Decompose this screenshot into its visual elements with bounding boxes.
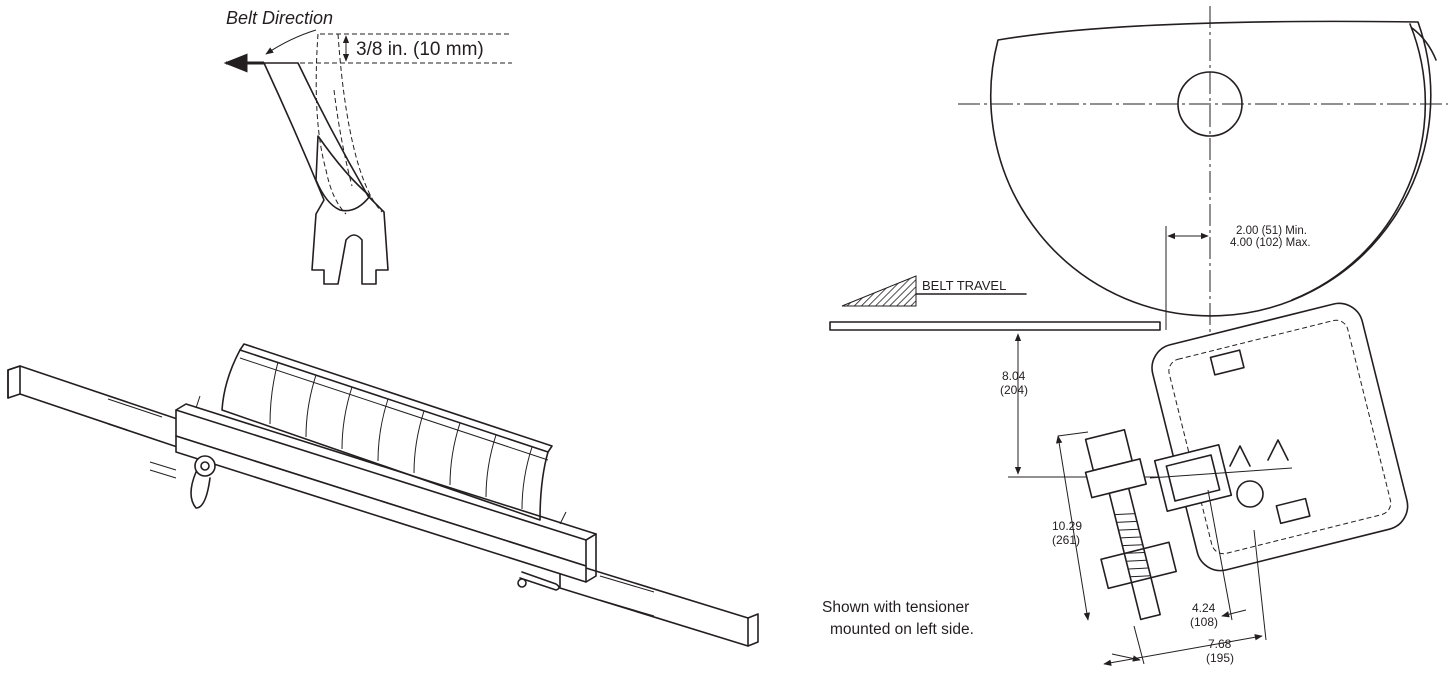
blade-detail: Belt Direction 3/8 in. (10 mm) (223, 8, 512, 285)
deflected-blade-right (337, 33, 383, 213)
offset-label: 3/8 in. (10 mm) (356, 39, 484, 60)
offset-value-mm: (108) (1190, 615, 1218, 629)
pin-left-clip (149, 461, 177, 479)
housing-end-brackets (195, 395, 567, 525)
clearance-min: 2.00 (51) Min. (1236, 225, 1307, 237)
pin-right-clip (519, 571, 560, 591)
mount-note-line2: mounted on left side. (830, 621, 974, 638)
pulley-rim-edge (1411, 27, 1437, 61)
blade-tip-edge (239, 357, 549, 461)
tube-right-label-top (599, 575, 655, 593)
offset-ext-right (1207, 489, 1233, 621)
mount-square-inner (1165, 454, 1221, 502)
pin-left-loop (190, 471, 211, 509)
height-value: 8.04 (1002, 369, 1026, 383)
mount-rod (1149, 467, 1293, 479)
cleaner-assembly (7, 343, 759, 647)
deflected-blade-left (315, 33, 347, 215)
height-value-mm: (204) (1000, 383, 1028, 397)
pulley-outer (990, 20, 1432, 317)
pin-right (517, 578, 527, 588)
plate-slot (1209, 349, 1245, 376)
pulley-rim-inner (1291, 23, 1427, 301)
tube-left-end (7, 365, 21, 399)
spring-ext-top (1057, 431, 1089, 437)
deflected-blade-slot (333, 89, 353, 187)
blade-segment-lines (269, 361, 533, 510)
direction-curve-arrow (265, 29, 317, 55)
tensioner-spring (1114, 513, 1151, 578)
width-ext-right (1253, 529, 1267, 641)
blade-segments (221, 349, 549, 521)
tube-left-label-top (107, 398, 163, 418)
mount-note-line1: Shown with tensioner (822, 599, 969, 616)
tensioner-rod (1108, 487, 1161, 621)
blade-slot (315, 135, 371, 212)
mount-ring (1236, 480, 1264, 508)
belt-travel-wedge (841, 275, 917, 307)
offset-arrow-right (1221, 609, 1247, 618)
width-value-mm: (195) (1206, 651, 1234, 665)
blade-tip (239, 343, 553, 453)
pin-left-center (200, 461, 210, 471)
tube-right-label-bottom (599, 599, 655, 617)
belt-direction-label: Belt Direction (226, 8, 333, 28)
spring-length-arrow (1056, 435, 1090, 621)
housing-right-end (585, 533, 597, 583)
belt-travel-label: BELT TRAVEL (922, 278, 1006, 293)
plate-slot-bottom (1275, 497, 1311, 525)
clearance-max: 4.00 (102) Max. (1230, 237, 1311, 249)
side-view: BELT TRAVEL 2.00 (51) Min. 4.00 (102) Ma… (822, 6, 1448, 666)
offset-arrow-left (1111, 653, 1141, 662)
tensioner-plate (1151, 302, 1409, 572)
spring-length-mm: (261) (1052, 533, 1080, 547)
blade-outline (263, 62, 389, 285)
offset-value: 4.24 (1192, 601, 1216, 615)
mainframe-tube-right (559, 559, 759, 647)
spring-length-value: 10.29 (1052, 519, 1082, 533)
belt (829, 321, 1161, 331)
width-arrow (1103, 634, 1263, 666)
wingnut-left (1229, 445, 1251, 467)
wingnut-right (1267, 439, 1289, 461)
tube-left-label-bottom (107, 423, 163, 443)
spring-guard (1100, 541, 1178, 590)
width-value: 7.68 (1208, 637, 1232, 651)
